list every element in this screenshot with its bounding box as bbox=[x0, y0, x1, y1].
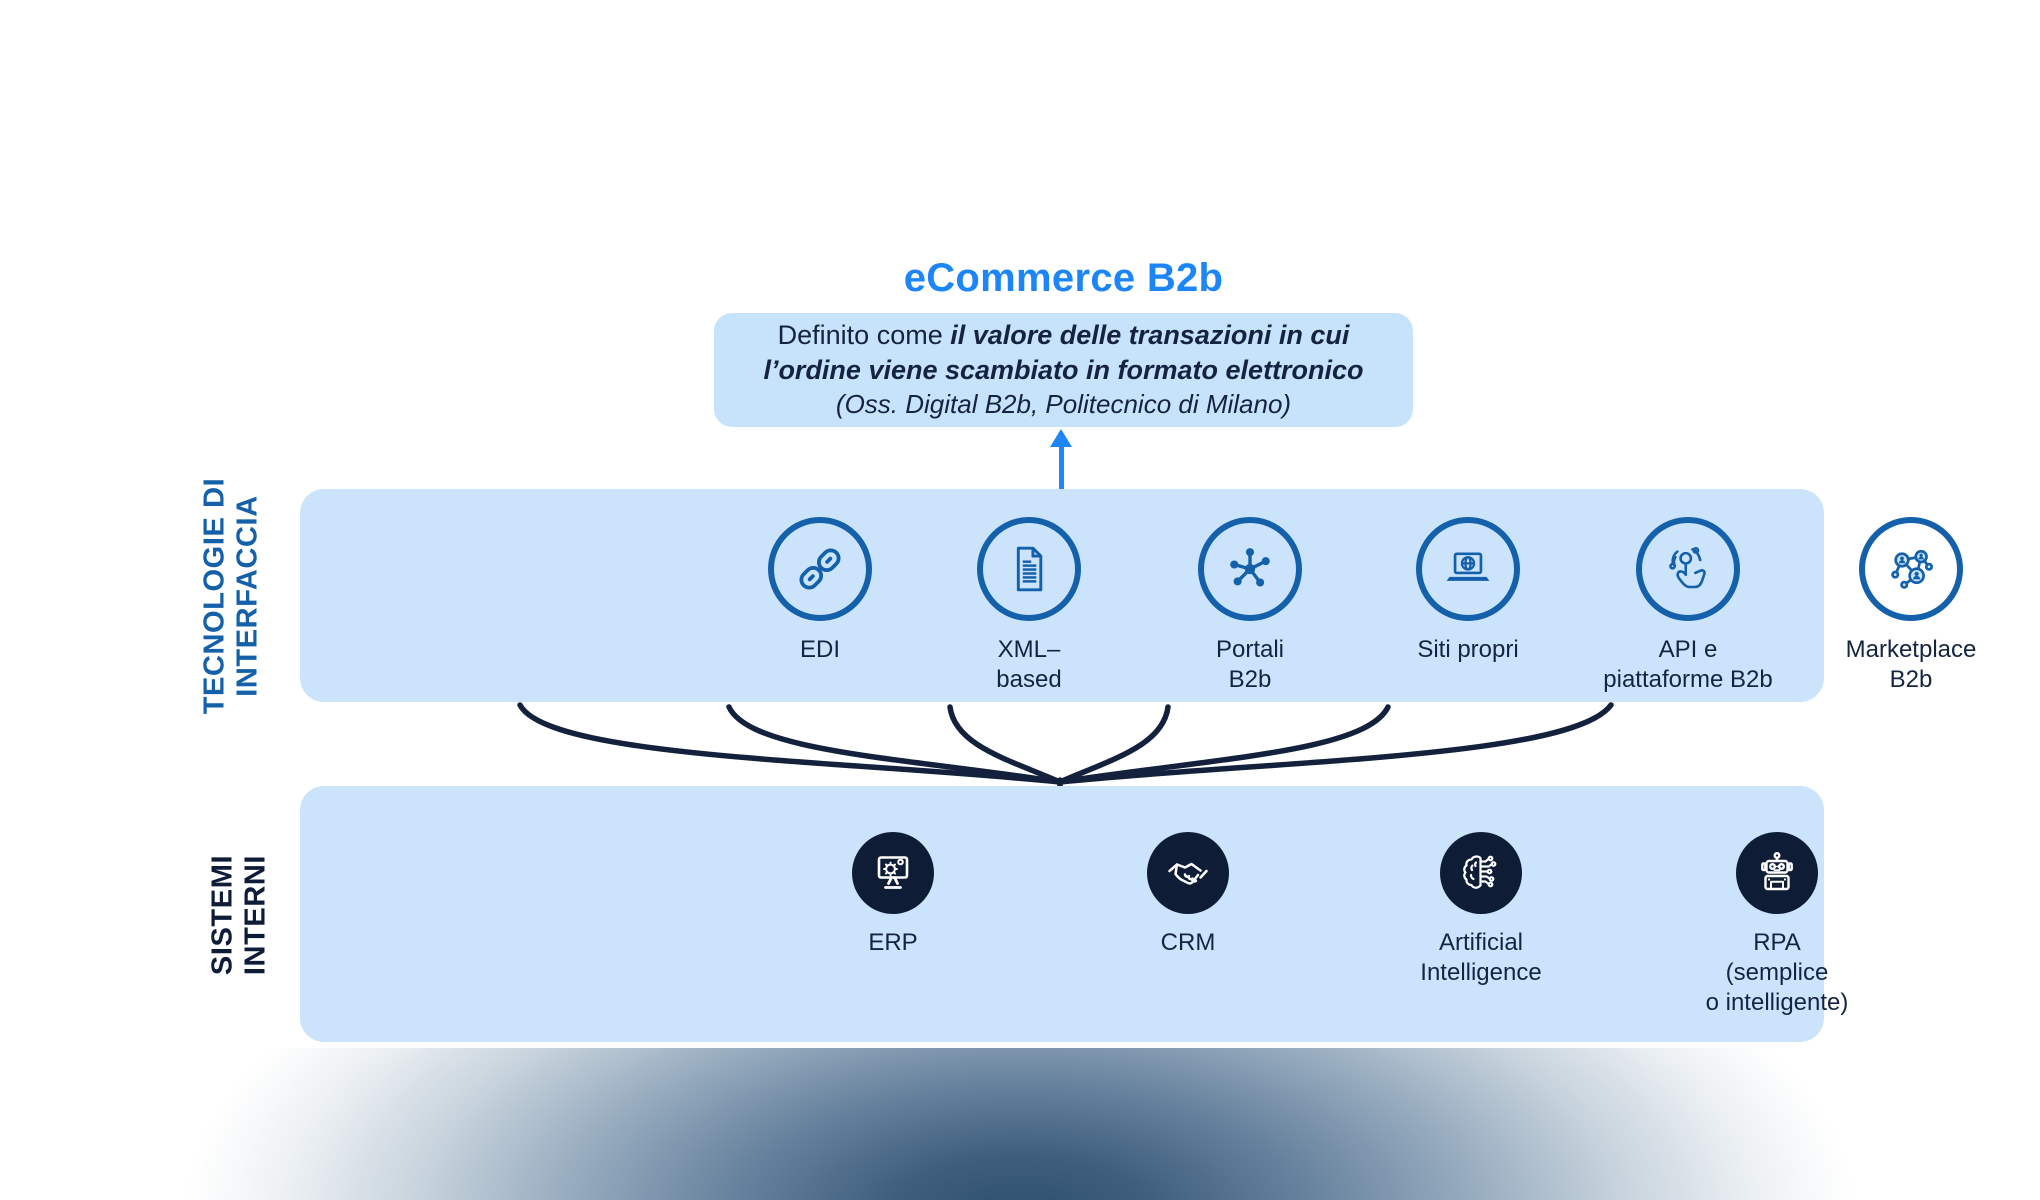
hub-network-icon bbox=[1198, 517, 1302, 621]
system-item-label: RPA (semplice o intelligente) bbox=[1705, 929, 1849, 1016]
interface-item-label: Portali B2b bbox=[1215, 636, 1285, 693]
system-item-label: ERP bbox=[868, 929, 918, 956]
arrow-head-icon bbox=[1050, 429, 1072, 447]
interface-band: EDI XML– based bbox=[300, 489, 1976, 702]
arrow-stem bbox=[1058, 445, 1064, 491]
definition-text: Definito come il valore delle transazion… bbox=[732, 318, 1395, 388]
crm-handshake-icon bbox=[1147, 832, 1229, 914]
definition-prefix: Definito come bbox=[777, 320, 951, 350]
touch-api-icon bbox=[1636, 517, 1740, 621]
page-title: eCommerce B2b bbox=[903, 256, 1224, 300]
definition-box: Definito come il valore delle transazion… bbox=[714, 313, 1413, 427]
interface-item-api: API e piattaforme B2b bbox=[1548, 517, 1828, 695]
system-item-label: CRM bbox=[1160, 929, 1216, 956]
interface-item-edi: EDI bbox=[680, 517, 960, 665]
system-item-crm: CRM bbox=[1048, 832, 1328, 958]
ai-brain-circuit-icon bbox=[1440, 832, 1522, 914]
interface-item-label: Marketplace B2b bbox=[1845, 636, 1977, 693]
system-item-label: Artificial Intelligence bbox=[1420, 929, 1542, 986]
system-item-rpa: RPA (semplice o intelligente) bbox=[1637, 832, 1917, 1018]
rpa-robot-icon bbox=[1736, 832, 1818, 914]
definition-emphasis: il valore delle transazioni in cui l’ord… bbox=[763, 320, 1364, 386]
interface-item-xml: XML– based bbox=[889, 517, 1169, 695]
interface-item-label: API e piattaforme B2b bbox=[1603, 636, 1773, 693]
up-arrow bbox=[1046, 429, 1076, 491]
funnel-connectors bbox=[517, 702, 1614, 790]
interface-item-label: XML– based bbox=[996, 636, 1062, 693]
xml-document-icon bbox=[977, 517, 1081, 621]
chain-link-icon bbox=[768, 517, 872, 621]
interface-item-label: EDI bbox=[799, 636, 840, 663]
definition-source: (Oss. Digital B2b, Politecnico di Milano… bbox=[835, 389, 1292, 420]
systems-band: ERP CRM bbox=[300, 786, 1848, 1042]
interface-item-label: Siti propri bbox=[1417, 636, 1519, 663]
interface-item-siti: Siti propri bbox=[1328, 517, 1608, 665]
people-network-icon bbox=[1859, 517, 1963, 621]
erp-monitor-gear-icon bbox=[852, 832, 934, 914]
interface-item-marketplace: Marketplace B2b bbox=[1771, 517, 2040, 695]
interface-item-portali: Portali B2b bbox=[1110, 517, 1390, 695]
interface-band-label: TECNOLOGIE DI INTERFACCIA bbox=[198, 477, 264, 715]
laptop-globe-icon bbox=[1416, 517, 1520, 621]
system-item-erp: ERP bbox=[753, 832, 1033, 958]
systems-band-label: SISTEMI INTERNI bbox=[206, 854, 272, 976]
system-item-ai: Artificial Intelligence bbox=[1341, 832, 1621, 988]
background-gradient-dome bbox=[150, 1048, 1890, 1200]
